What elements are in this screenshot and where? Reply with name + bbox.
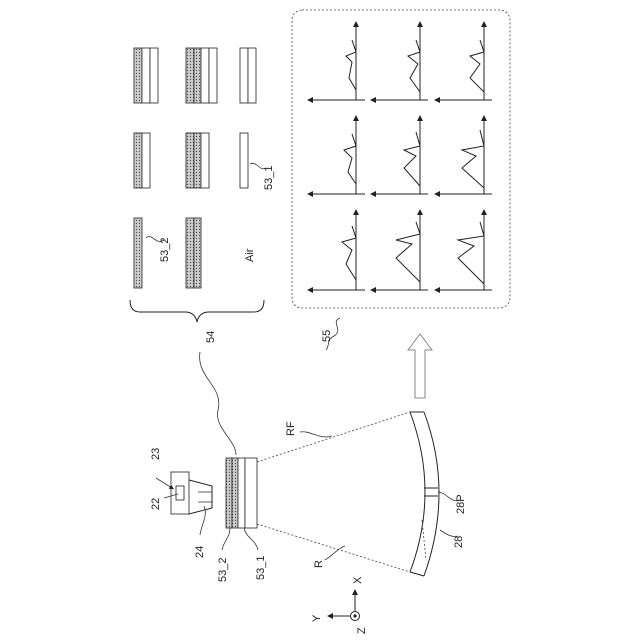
filter-layer <box>194 48 201 103</box>
filter-layer <box>150 48 158 103</box>
collimator-24 <box>189 480 212 514</box>
filter-layer <box>142 48 150 103</box>
device-filter-53-2 <box>232 458 238 528</box>
spectrum-panel: 55 <box>292 10 510 350</box>
label-rf: RF <box>285 421 297 436</box>
beam-rf <box>257 412 410 462</box>
filter-layer <box>240 133 248 188</box>
filter-layer <box>134 218 142 288</box>
spectrum-plot <box>373 118 428 194</box>
label-28: 28 <box>453 536 465 548</box>
spectrum-plot <box>310 212 365 290</box>
spectrum-plot <box>373 24 428 100</box>
label-22: 22 <box>150 498 162 510</box>
filter-layer <box>134 133 142 188</box>
device-filter-53-1 <box>238 458 245 528</box>
spectrum-plot <box>310 118 365 194</box>
spectrum-plot <box>437 118 492 194</box>
device-assembly: 23 22 24 53_2 53_1 RF R 28P 28 <box>150 412 467 582</box>
axis-indicator: X Y Z <box>311 576 368 634</box>
label-55: 55 <box>321 330 333 342</box>
spectrum-plot <box>373 212 428 290</box>
spectrum-plot <box>437 212 492 290</box>
axis-label-y: Y <box>311 614 323 622</box>
filter-layer <box>201 133 209 188</box>
filter-layer <box>194 218 201 288</box>
leader-23 <box>156 478 172 488</box>
leader-54 <box>200 352 236 455</box>
axis-label-z: Z <box>356 627 368 634</box>
filter-layer <box>240 48 248 103</box>
filter-layer <box>134 48 142 103</box>
beam-r <box>257 524 410 572</box>
brace-54 <box>130 300 264 322</box>
label-r: R <box>313 560 325 568</box>
label-53-2-device: 53_2 <box>217 558 229 582</box>
label-53-2-panel: 53_2 <box>159 238 171 262</box>
label-54: 54 <box>205 331 217 343</box>
flow-arrow <box>408 334 432 398</box>
source-element <box>176 486 184 500</box>
detector-outer-arc <box>424 412 439 576</box>
filter-layer <box>248 48 256 103</box>
filter-stack-panel: 53_2 53_1 Air 54 <box>130 48 275 455</box>
label-air: Air <box>244 248 256 262</box>
filter-layer <box>142 133 150 188</box>
axis-label-x: X <box>352 576 364 584</box>
device-filter-53-2 <box>226 458 232 528</box>
spectrum-plot <box>437 24 492 100</box>
label-28p: 28P <box>455 494 467 514</box>
filter-stack-row-2 <box>134 133 248 188</box>
filter-layer <box>201 48 209 103</box>
label-53-1-device: 53_1 <box>255 556 267 580</box>
label-53-1-panel: 53_1 <box>263 166 275 190</box>
filter-layer <box>186 218 194 288</box>
spectrum-plot <box>310 24 365 100</box>
filter-layer <box>186 48 194 103</box>
label-24: 24 <box>194 546 206 558</box>
filter-layer <box>186 133 194 188</box>
detector-inner-arc <box>410 412 425 572</box>
filter-stack-row-1 <box>134 48 256 103</box>
filter-layer <box>209 48 217 103</box>
device-filter-53-1 <box>245 458 257 528</box>
label-23: 23 <box>150 448 162 460</box>
filter-layer <box>194 133 201 188</box>
